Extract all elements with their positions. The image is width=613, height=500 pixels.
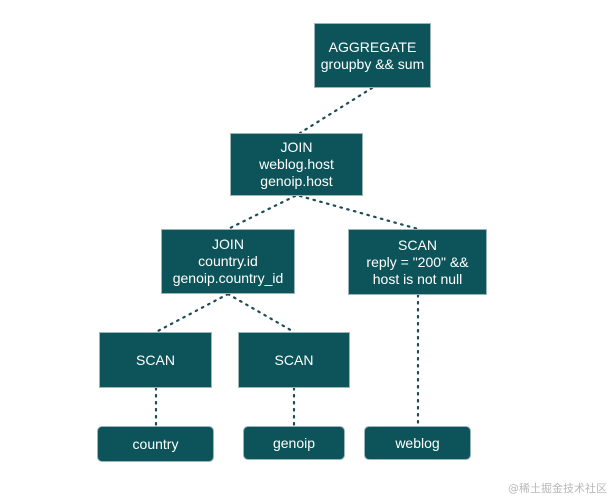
node-aggregate: AGGREGATE groupby && sum xyxy=(314,23,431,88)
node-scan-left-2: SCAN xyxy=(238,332,350,388)
node-scan-left-1: SCAN xyxy=(99,332,212,388)
node-aggregate-detail: groupby && sum xyxy=(320,55,425,72)
edge-aggregate-join-top xyxy=(298,86,374,135)
node-table-genoip-label: genoip xyxy=(272,434,316,451)
node-scan-right-title: SCAN xyxy=(398,236,437,253)
node-join-top-title: JOIN xyxy=(280,139,313,155)
node-join-mid-key-1: country.id xyxy=(198,253,258,269)
node-scan-left-2-title: SCAN xyxy=(274,351,314,368)
node-scan-right-filter-1: reply = "200" && xyxy=(366,253,469,270)
node-join-top-key-1: weblog.host xyxy=(259,156,334,172)
node-table-country: country xyxy=(97,426,214,462)
node-scan-right: SCAN reply = "200" && host is not null xyxy=(348,229,487,295)
edge-join-mid-scan-left-1 xyxy=(154,292,230,334)
edge-join-top-scan-right xyxy=(298,194,420,231)
edge-join-mid-scan-left-2 xyxy=(226,292,296,334)
node-table-weblog: weblog xyxy=(364,426,471,460)
node-aggregate-title: AGGREGATE xyxy=(328,38,417,55)
node-scan-left-1-title: SCAN xyxy=(136,351,175,368)
node-join-mid-title: JOIN xyxy=(212,236,244,252)
node-scan-right-filter-2: host is not null xyxy=(372,270,463,287)
node-join-mid-key-2: genoip.country_id xyxy=(172,270,284,286)
edge-join-top-join-mid xyxy=(226,194,297,231)
watermark: @稀土掘金技术社区 xyxy=(508,482,607,495)
node-table-country-label: country xyxy=(132,435,179,452)
node-join-top-key-2: genoip.host xyxy=(260,173,333,189)
node-join-top: JOIN weblog.host genoip.host xyxy=(230,133,363,196)
node-join-mid: JOIN country.id genoip.country_id xyxy=(161,229,295,294)
node-table-genoip: genoip xyxy=(243,426,345,460)
node-table-weblog-label: weblog xyxy=(395,434,440,451)
